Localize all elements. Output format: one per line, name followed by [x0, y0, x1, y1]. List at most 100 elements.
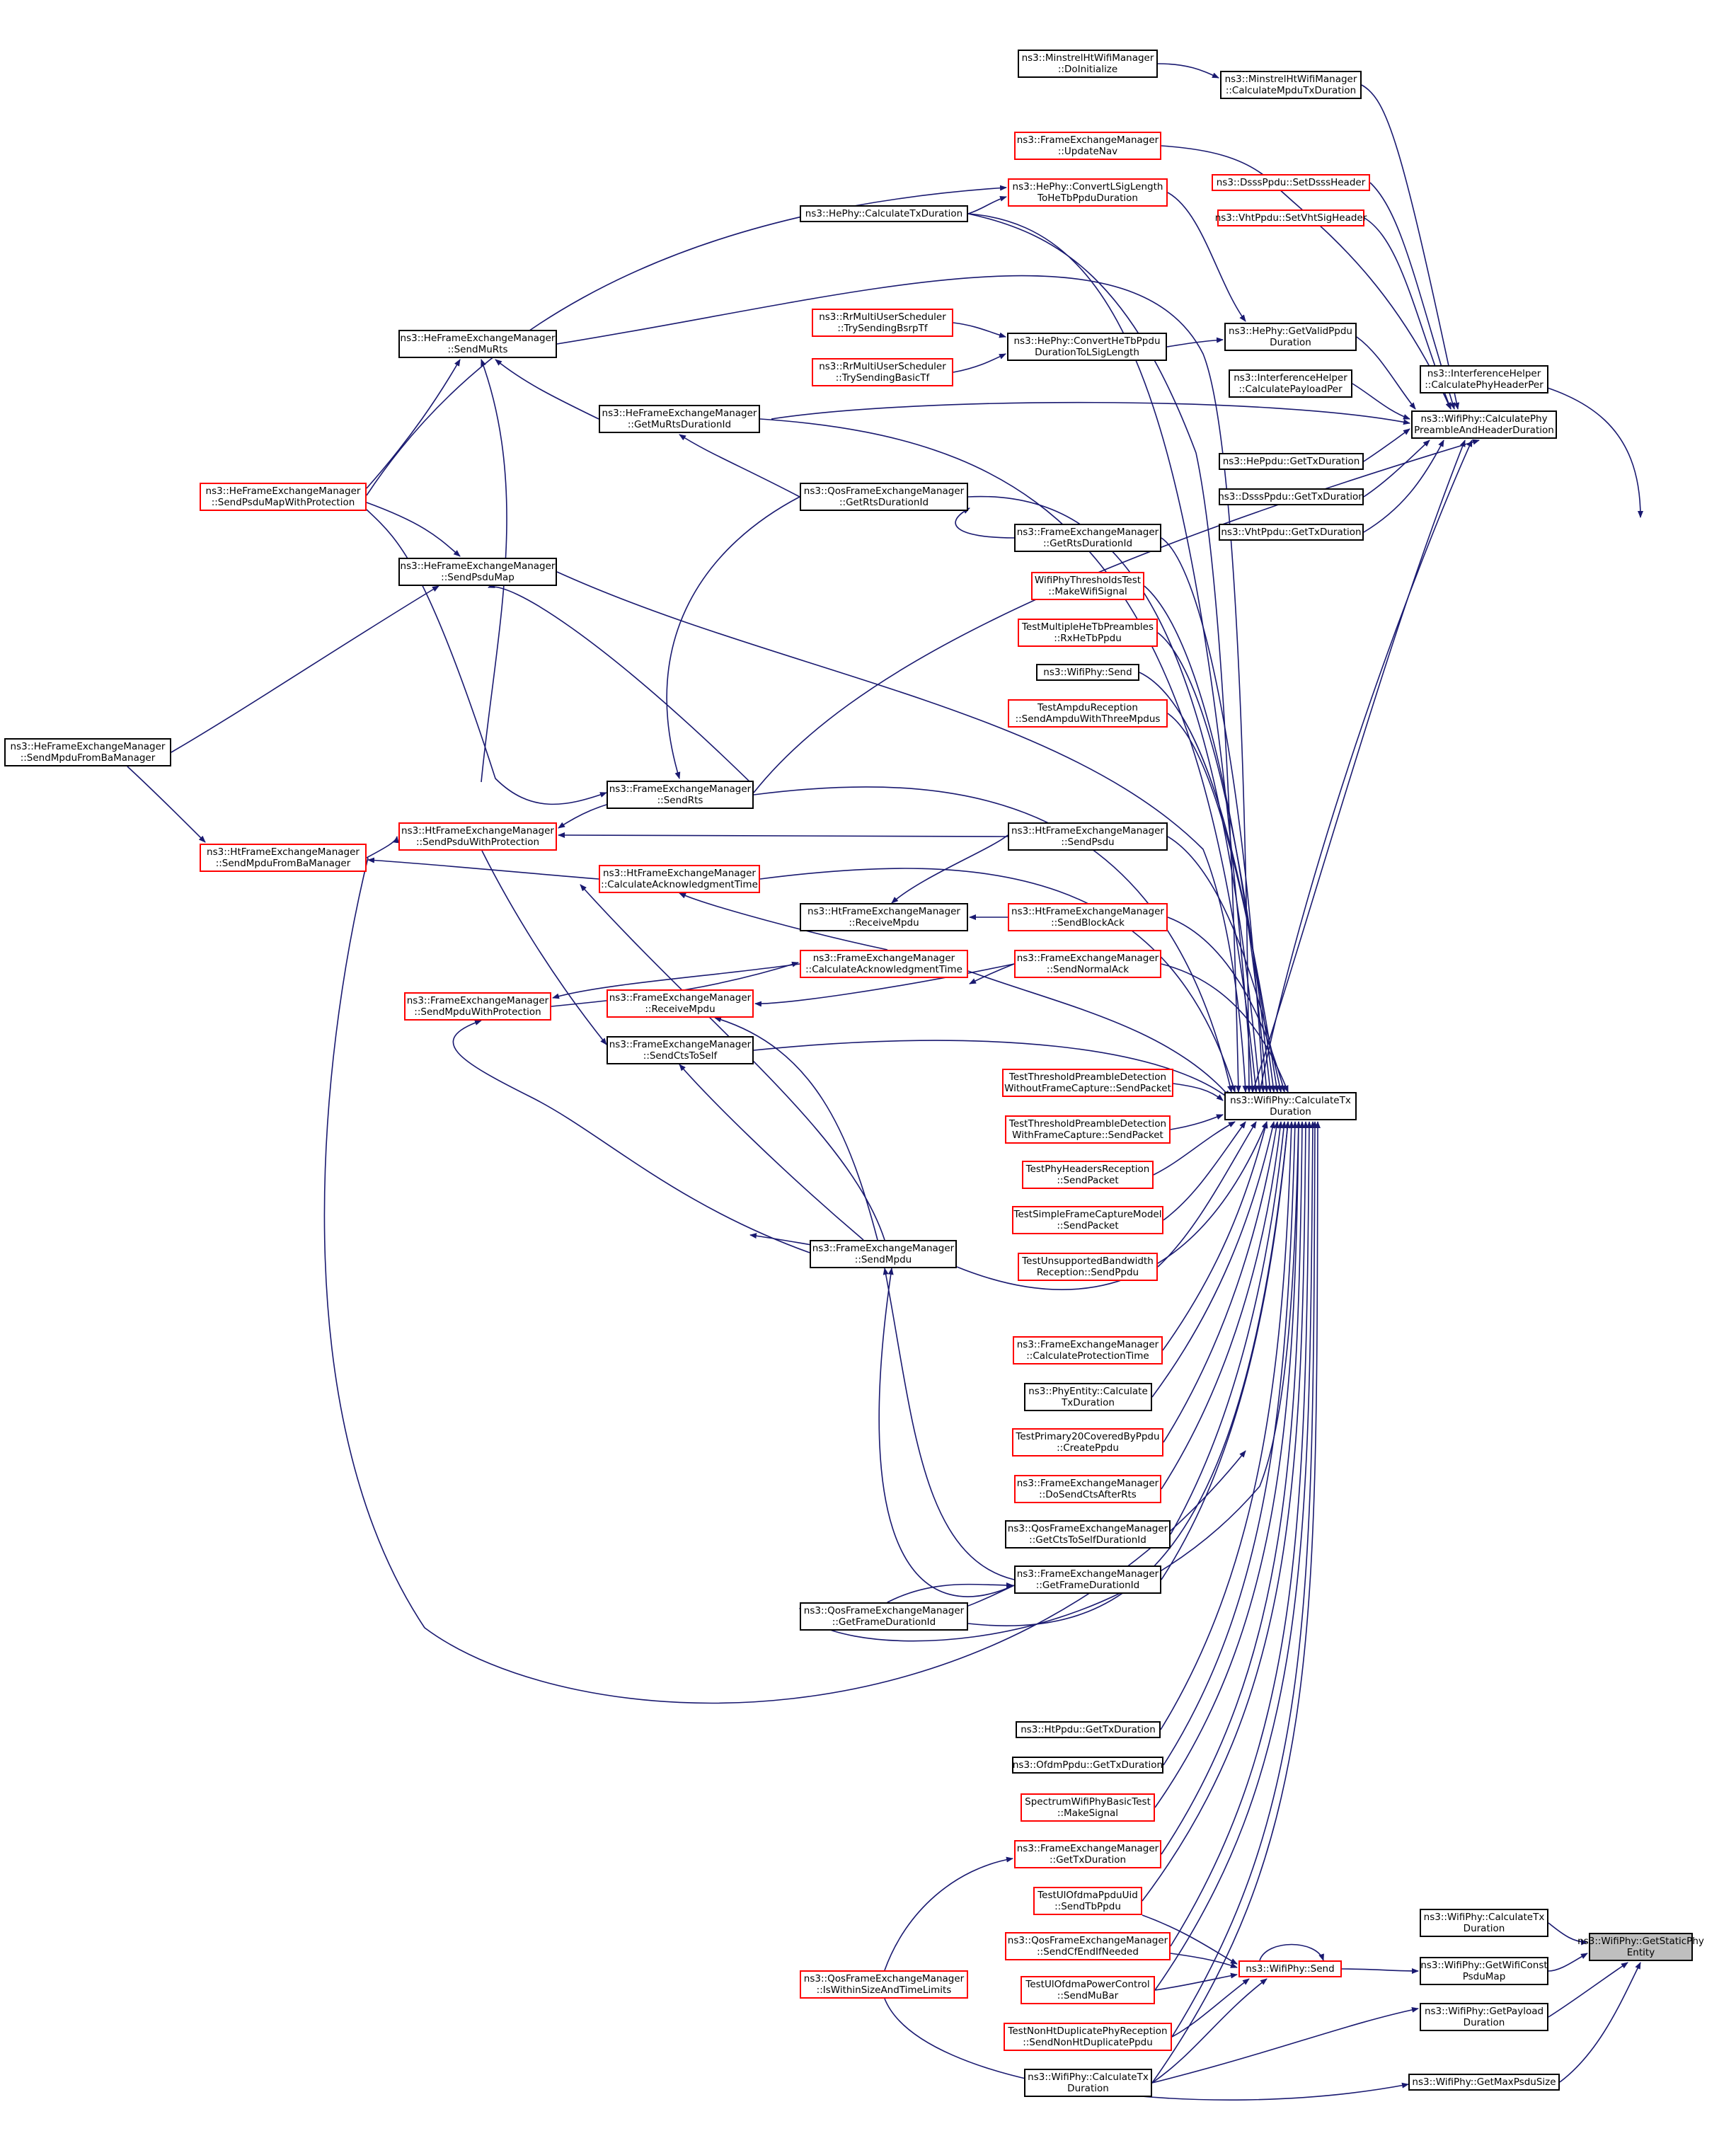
node-label: TestPhyHeadersReception — [1025, 1164, 1150, 1175]
node-rr-try-sending-bsrp-tf[interactable]: ns3::RrMultiUserScheduler::TrySendingBsr… — [812, 309, 953, 337]
node-hefem-send-mpdu-from-ba-manager[interactable]: ns3::HeFrameExchangeManager::SendMpduFro… — [4, 738, 171, 766]
node-test-simple-frame-capture-model[interactable]: TestSimpleFrameCaptureModel::SendPacket — [1012, 1206, 1163, 1234]
call-edge — [1161, 145, 1452, 410]
node-fem-send-rts[interactable]: ns3::FrameExchangeManager::SendRts — [607, 781, 754, 809]
node-test-non-ht-duplicate-phy-reception[interactable]: TestNonHtDuplicatePhyReception::SendNonH… — [1004, 2023, 1172, 2051]
node-fem-calculate-acknowledgment-time[interactable]: ns3::FrameExchangeManager::CalculateAckn… — [800, 950, 968, 978]
node-qosfem-get-frame-duration-id[interactable]: ns3::QosFrameExchangeManager::GetFrameDu… — [800, 1602, 968, 1631]
node-fem-get-frame-duration-id[interactable]: ns3::FrameExchangeManager::GetFrameDurat… — [1014, 1565, 1161, 1594]
node-htfem-send-mpdu-from-ba-manager[interactable]: ns3::HtFrameExchangeManager::SendMpduFro… — [200, 844, 367, 872]
node-fem-calculate-protection-time[interactable]: ns3::FrameExchangeManager::CalculateProt… — [1013, 1336, 1163, 1364]
call-edge — [1170, 1953, 1238, 1968]
node-label: ::CalculateMpduTxDuration — [1225, 85, 1357, 96]
node-vhtppdu-set-vht-sig-header[interactable]: ns3::VhtPpdu::SetVhtSigHeader — [1215, 209, 1367, 226]
node-label: ::CalculateAcknowledgmentTime — [805, 964, 962, 975]
node-minstrelht-calculate-mpdu-tx-duration[interactable]: ns3::MinstrelHtWifiManager::CalculateMpd… — [1220, 71, 1362, 99]
node-fem-do-send-cts-after-rts[interactable]: ns3::FrameExchangeManager::DoSendCtsAfte… — [1014, 1475, 1161, 1503]
node-htppdu-get-tx-duration[interactable]: ns3::HtPpdu::GetTxDuration — [1016, 1721, 1161, 1738]
node-htfem-send-psdu[interactable]: ns3::HtFrameExchangeManager::SendPsdu — [1008, 822, 1168, 851]
call-edge — [580, 884, 885, 1241]
node-fem-send-mpdu[interactable]: ns3::FrameExchangeManager::SendMpdu — [810, 1240, 957, 1268]
call-edge — [753, 1040, 1232, 1101]
call-edge — [1363, 428, 1410, 462]
node-rr-try-sending-basic-tf[interactable]: ns3::RrMultiUserScheduler::TrySendingBas… — [812, 358, 953, 386]
call-edge — [953, 353, 1006, 373]
call-edge — [666, 496, 800, 779]
node-label: ::SendNonHtDuplicatePpdu — [1023, 2037, 1153, 2048]
node-hephy-calculate-tx-duration[interactable]: ns3::HePhy::CalculateTxDuration — [800, 205, 968, 222]
node-label: ::CalculateProtectionTime — [1026, 1350, 1149, 1362]
node-interference-helper-calc-phy-header-per[interactable]: ns3::InterferenceHelper::CalculatePhyHea… — [1420, 365, 1548, 393]
call-edge — [799, 1121, 1301, 1642]
node-label: ns3::QosFrameExchangeManager — [803, 486, 965, 497]
node-test-primary20-covered-by-ppdu[interactable]: TestPrimary20CoveredByPpdu::CreatePpdu — [1012, 1428, 1163, 1457]
node-dsssppdu-set-dsss-header[interactable]: ns3::DsssPpdu::SetDsssHeader — [1212, 174, 1370, 191]
node-hefem-get-mu-rts-duration-id[interactable]: ns3::HeFrameExchangeManager::GetMuRtsDur… — [599, 405, 760, 433]
node-qosfem-get-rts-duration-id[interactable]: ns3::QosFrameExchangeManager::GetRtsDura… — [800, 483, 968, 511]
node-htfem-receive-mpdu[interactable]: ns3::HtFrameExchangeManager::ReceiveMpdu — [800, 903, 968, 931]
node-label: ns3::FrameExchangeManager — [1016, 1843, 1159, 1854]
node-fem-send-cts-to-self[interactable]: ns3::FrameExchangeManager::SendCtsToSelf — [607, 1036, 754, 1064]
node-wifiphy-send-mid[interactable]: ns3::WifiPhy::Send — [1036, 664, 1139, 681]
node-test-ul-ofdma-ppdu-uid[interactable]: TestUlOfdmaPpduUid::SendTbPpdu — [1033, 1887, 1142, 1915]
node-label: PreambleAndHeaderDuration — [1414, 425, 1554, 436]
node-hefem-send-psdu-map-with-protection[interactable]: ns3::HeFrameExchangeManager::SendPsduMap… — [200, 483, 367, 511]
node-fem-get-rts-duration-id[interactable]: ns3::FrameExchangeManager::GetRtsDuratio… — [1014, 524, 1161, 552]
node-fem-send-normal-ack[interactable]: ns3::FrameExchangeManager::SendNormalAck — [1014, 950, 1161, 978]
node-hefem-send-psdu-map[interactable]: ns3::HeFrameExchangeManager::SendPsduMap — [398, 558, 557, 586]
node-label: Duration — [1463, 2017, 1505, 2028]
node-label: WifiPhyThresholdsTest — [1034, 575, 1142, 586]
node-ofdmppdu-get-tx-duration[interactable]: ns3::OfdmPpdu::GetTxDuration — [1012, 1757, 1163, 1774]
node-test-ampdu-reception[interactable]: TestAmpduReception::SendAmpduWithThreeMp… — [1008, 699, 1168, 728]
node-qosfem-is-within-size-and-time-limits[interactable]: ns3::QosFrameExchangeManager::IsWithinSi… — [800, 1970, 968, 1999]
node-wifiphy-send[interactable]: ns3::WifiPhy::Send — [1238, 1960, 1342, 1977]
node-spectrum-wifiphy-basic-test[interactable]: SpectrumWifiPhyBasicTest::MakeSignal — [1021, 1793, 1155, 1822]
node-label: ::SendPsduWithProtection — [415, 837, 540, 848]
node-hefem-send-mu-rts[interactable]: ns3::HeFrameExchangeManager::SendMuRts — [398, 330, 557, 358]
node-dsssppdu-get-tx-duration[interactable]: ns3::DsssPpdu::GetTxDuration — [1218, 488, 1364, 505]
node-qosfem-send-cf-end-if-needed[interactable]: ns3::QosFrameExchangeManager::SendCfEndI… — [1005, 1932, 1171, 1960]
node-test-phy-headers-reception[interactable]: TestPhyHeadersReception::SendPacket — [1022, 1161, 1154, 1189]
node-label: TestUnsupportedBandwidth — [1022, 1256, 1154, 1267]
node-fem-get-tx-duration[interactable]: ns3::FrameExchangeManager::GetTxDuration — [1014, 1840, 1161, 1868]
node-fem-receive-mpdu[interactable]: ns3::FrameExchangeManager::ReceiveMpdu — [607, 989, 754, 1018]
node-label: ns3::HtFrameExchangeManager — [401, 825, 554, 837]
node-label: ns3::HtFrameExchangeManager — [207, 846, 360, 858]
node-fem-send-mpdu-with-protection[interactable]: ns3::FrameExchangeManager::SendMpduWithP… — [404, 992, 551, 1021]
node-label: ns3::HeFrameExchangeManager — [205, 486, 361, 497]
node-label: ns3::WifiPhy::CalculateTx — [1230, 1095, 1351, 1106]
node-wifiphy-get-max-psdu-size[interactable]: ns3::WifiPhy::GetMaxPsduSize — [1408, 2074, 1560, 2091]
node-fem-update-nav[interactable]: ns3::FrameExchangeManager::UpdateNav — [1014, 132, 1161, 160]
node-vhtppdu-get-tx-duration[interactable]: ns3::VhtPpdu::GetTxDuration — [1219, 524, 1364, 541]
call-edge — [967, 495, 1263, 1093]
node-htfem-send-block-ack[interactable]: ns3::HtFrameExchangeManager::SendBlockAc… — [1008, 903, 1168, 931]
node-label: ns3::WifiPhy::GetMaxPsduSize — [1412, 2076, 1556, 2088]
node-qosfem-get-cts-to-self-duration-id[interactable]: ns3::QosFrameExchangeManager::GetCtsToSe… — [1005, 1520, 1171, 1549]
call-edge — [1157, 1121, 1257, 1268]
node-interference-helper-calc-payload-per[interactable]: ns3::InterferenceHelper::CalculatePayloa… — [1229, 369, 1352, 398]
node-htfem-send-psdu-with-protection[interactable]: ns3::HtFrameExchangeManager::SendPsduWit… — [398, 822, 557, 851]
node-wifiphy-thresholds-test-make-wifi-signal[interactable]: WifiPhyThresholdsTest::MakeWifiSignal — [1031, 572, 1144, 600]
node-test-ul-ofdma-power-control[interactable]: TestUlOfdmaPowerControl::SendMuBar — [1021, 1976, 1155, 2004]
node-minstrelht-do-initialize[interactable]: ns3::MinstrelHtWifiManager::DoInitialize — [1018, 50, 1158, 78]
node-test-multiple-he-tb-preambles[interactable]: TestMultipleHeTbPreambles::RxHeTbPpdu — [1018, 619, 1158, 647]
call-edge — [1151, 1121, 1321, 2084]
node-htfem-calculate-acknowledgment-time[interactable]: ns3::HtFrameExchangeManager::CalculateAc… — [599, 865, 760, 893]
node-label: ns3::HtFrameExchangeManager — [1011, 825, 1164, 837]
node-label: ns3::HeFrameExchangeManager — [400, 561, 556, 572]
node-heppdu-get-tx-duration[interactable]: ns3::HePpdu::GetTxDuration — [1219, 453, 1364, 470]
